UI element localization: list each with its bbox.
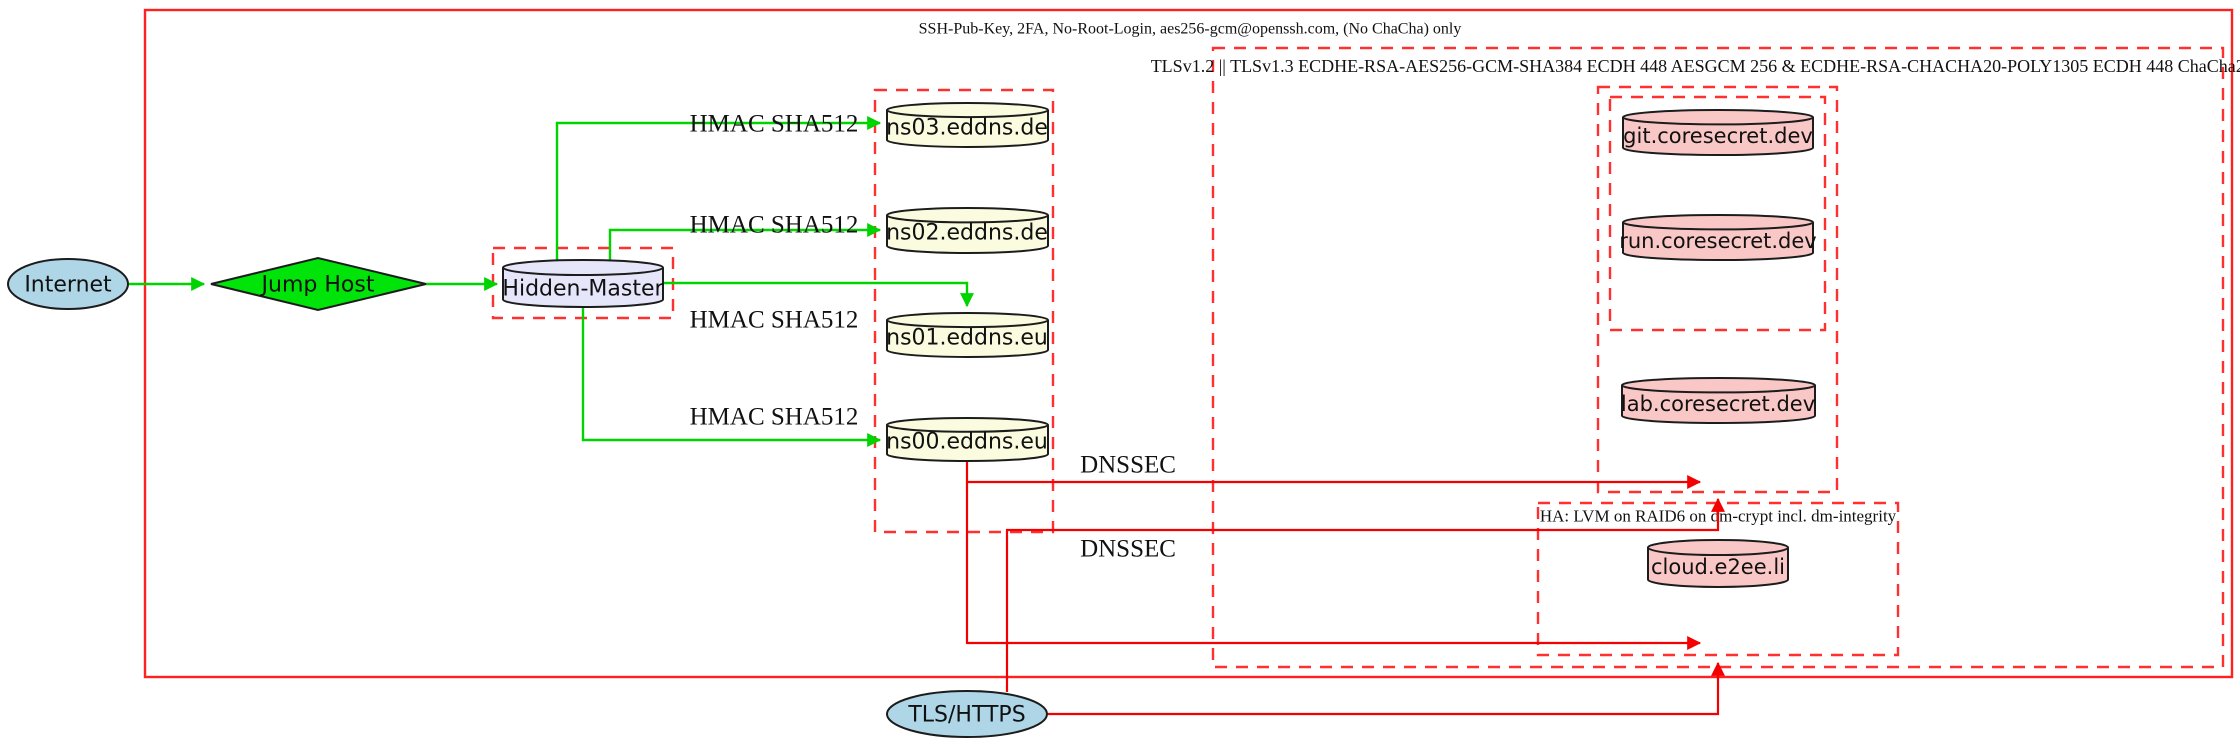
node-cloud-label: cloud.e2ee.li <box>1651 555 1785 579</box>
cluster-coresecret-border <box>1596 85 1839 494</box>
edge-label-hmac-1: HMAC SHA512 <box>690 111 859 138</box>
edge-hiddenmaster-ns02 <box>608 223 882 260</box>
node-hiddenmaster-label: Hidden-Master <box>502 277 664 302</box>
node-lab-label: lab.coresecret.dev <box>1621 392 1815 416</box>
edge-label-hmac-2: HMAC SHA512 <box>690 212 859 239</box>
node-jumphost-shape <box>210 256 427 312</box>
node-tlshttps-shape <box>886 690 1048 738</box>
edge-label-dnssec-2: DNSSEC <box>1080 536 1176 563</box>
edge-dnssec-ns00-coresecret <box>965 460 1702 489</box>
edge-label-hmac-4: HMAC SHA512 <box>690 404 859 431</box>
cluster-dns-border <box>873 88 1055 534</box>
edge-hiddenmaster-ns00 <box>581 307 882 447</box>
node-ns01-label: ns01.eddns.eu <box>886 326 1048 351</box>
node-internet-shape <box>7 258 129 310</box>
edge-tls-coresecret <box>1005 497 1725 692</box>
node-run-label: run.coresecret.dev <box>1619 229 1817 253</box>
edge-dnssec-ns00-ha <box>965 482 1702 650</box>
node-tlshttps-label: TLS/HTTPS <box>907 703 1025 728</box>
edge-tls-ha <box>1047 661 1725 716</box>
cluster-ssh-border <box>143 8 2234 679</box>
node-ns02-label: ns02.eddns.de <box>886 221 1048 246</box>
edge-label-hmac-3: HMAC SHA512 <box>690 307 859 334</box>
node-ns03-label: ns03.eddns.de <box>886 116 1048 141</box>
cluster-ssh-label: SSH-Pub-Key, 2FA, No-Root-Login, aes256-… <box>919 21 1462 38</box>
cluster-tls-border <box>1211 46 2225 669</box>
edge-hiddenmaster-ns03 <box>555 116 882 260</box>
node-ns00-label: ns00.eddns.eu <box>886 430 1048 455</box>
edge-label-dnssec-1: DNSSEC <box>1080 452 1176 479</box>
node-jumphost-label: Jump Host <box>260 273 375 298</box>
node-git-label: git.coresecret.dev <box>1623 124 1813 148</box>
cluster-gitrun-border <box>1608 95 1827 332</box>
cluster-tls-label: TLSv1.2 || TLSv1.3 ECDHE-RSA-AES256-GCM-… <box>1151 56 2240 76</box>
edge-hiddenmaster-ns01 <box>663 281 974 308</box>
node-internet-label: Internet <box>24 273 112 298</box>
